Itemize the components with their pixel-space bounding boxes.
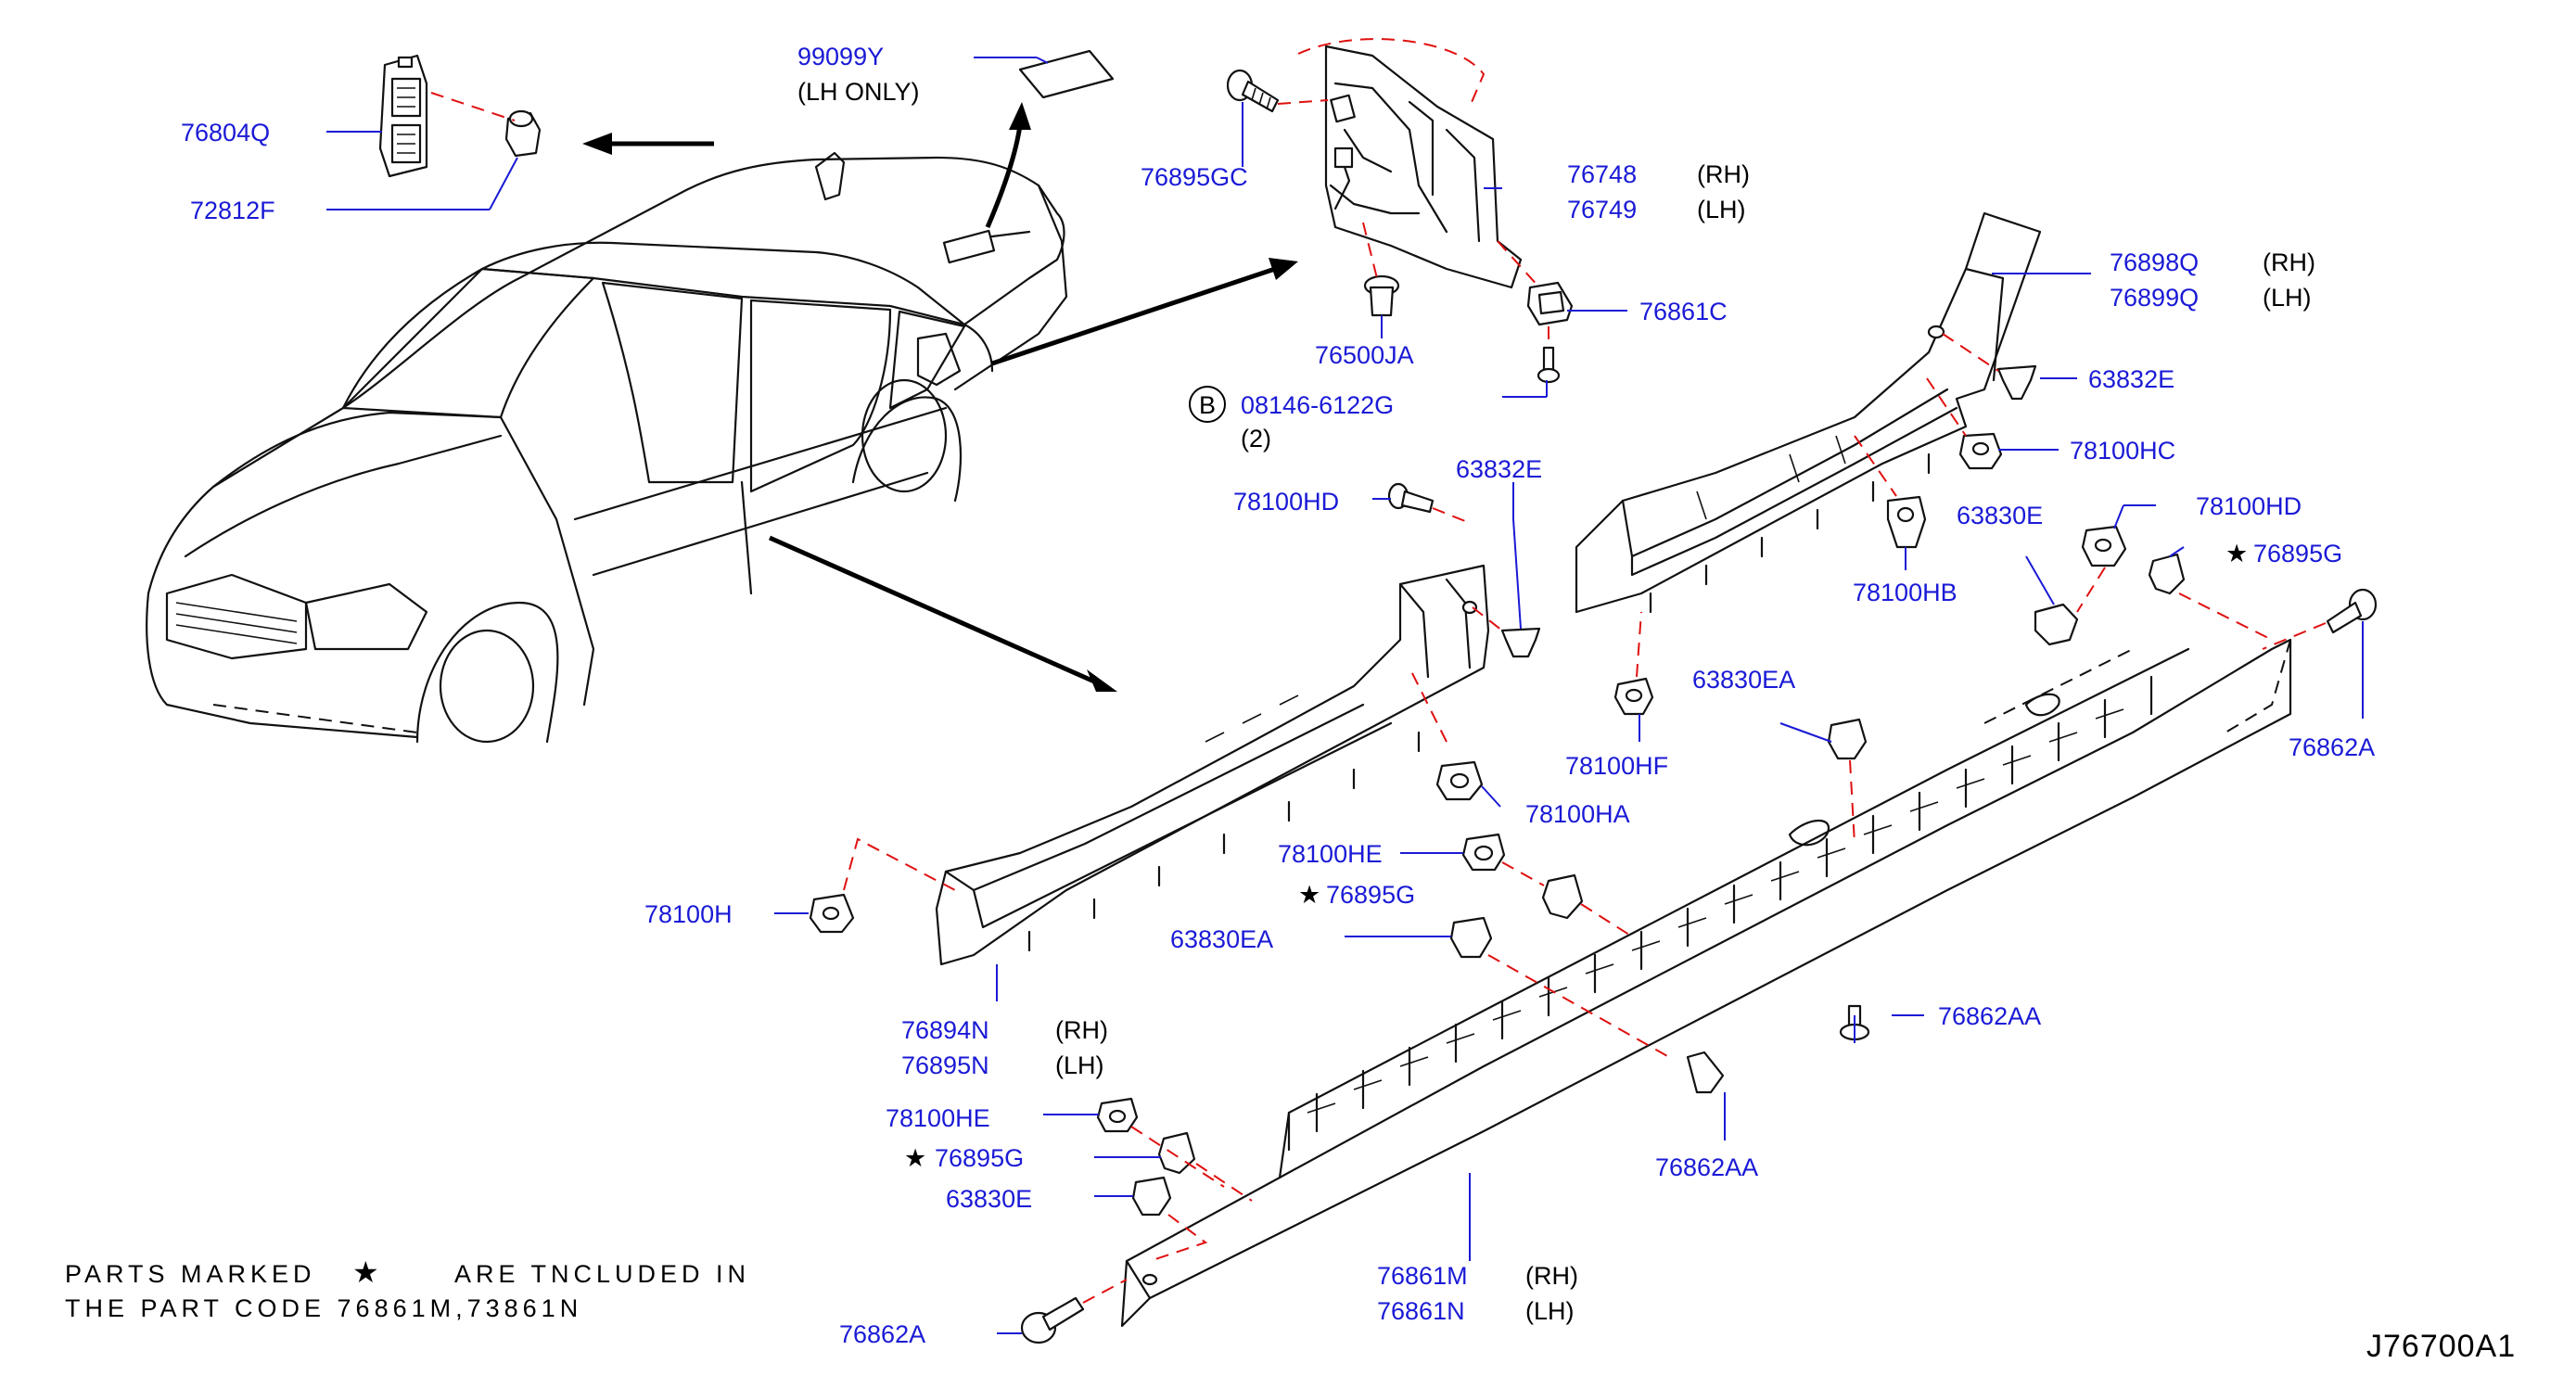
label-63832e-right: 63832E [2088,365,2174,393]
part-76895gc-screw [1226,69,1280,113]
label-78100hc: 78100HC [2070,437,2175,465]
part-78100h-clip [809,893,855,934]
label-76894n: 76894N [901,1016,989,1044]
part-63830ea-grommet [1449,916,1493,959]
part-76861c-clip [1526,281,1574,326]
part-76804q-lamp [378,54,428,178]
label-76861n: 76861N [1377,1297,1465,1325]
note-line1-a: PARTS MARKED [65,1260,316,1288]
label-63832e-mid: 63832E [1456,455,1542,483]
label-76862aa-right: 76862AA [1938,1002,2041,1030]
part-63832e-grommet-right [1996,364,2037,401]
parts-note: PARTS MARKED ★ ARE TNCLUDED IN THE PART … [65,1255,750,1322]
label-76861m: 76861M [1377,1262,1468,1290]
label-78100he-mid: 78100HE [1278,840,1383,868]
part-76895g-clip-mid [1541,873,1584,920]
part-76895g-clip-low [1157,1131,1196,1175]
star-icon-low: ★ [904,1144,926,1172]
part-78100hc-clip [1958,432,2003,470]
label-78100hb: 78100HB [1853,579,1958,606]
label-76895n-side: (LH) [1055,1051,1104,1079]
label-78100hd-right: 78100HD [2196,492,2302,520]
label-63830e-low: 63830E [946,1185,1032,1213]
part-76862a-screw-low [1020,1296,1085,1344]
label-76895n: 76895N [901,1051,989,1079]
part-63830e-grommet-low [1131,1176,1172,1217]
part-99099y-label [1018,49,1115,99]
label-76899q: 76899Q [2110,284,2199,312]
note-line1-b: ARE TNCLUDED IN [454,1260,750,1288]
star-icon-mid: ★ [1298,881,1320,909]
part-76898q-sill [1575,211,2042,614]
star-icon: ★ [352,1255,379,1289]
label-99099y-note: (LH ONLY) [797,78,920,106]
label-76895g-right: 76895G [2253,540,2342,567]
label-78100hf: 78100HF [1565,752,1668,780]
part-78100he-clip-low [1096,1097,1139,1133]
part-76862a-screw-right [2326,588,2378,634]
part-08146-bolt [1537,346,1561,384]
label-76861c: 76861C [1639,298,1728,325]
leader-lines [326,57,2364,1334]
part-76861m-moulding [1120,638,2292,1328]
label-76804q: 76804Q [181,119,270,147]
part-labels: 76804Q 72812F 99099Y (LH ONLY) 76895GC 7… [181,43,2375,1348]
label-bolt-circle: B [1199,391,1216,419]
label-78100ha: 78100HA [1525,800,1630,828]
label-76748-side: (RH) [1697,160,1750,188]
label-63830ea-partial: 63830EA [1692,666,1795,694]
part-76748-finisher [1324,45,1523,289]
label-76862a-low: 76862A [839,1320,925,1348]
label-76861m-side: (RH) [1525,1262,1578,1290]
label-76749: 76749 [1567,196,1637,223]
label-bolt-qty: (2) [1241,425,1271,452]
part-78100ha-clip [1435,760,1484,801]
drawing-code: J76700A1 [2366,1329,2516,1364]
label-99099y: 99099Y [797,43,884,70]
part-63832e-grommet-mid [1500,627,1541,658]
label-76895gc: 76895GC [1141,163,1248,191]
label-76898q-side: (RH) [2263,248,2315,276]
label-72812f: 72812F [190,197,275,224]
label-76861n-side: (LH) [1525,1297,1575,1325]
label-78100hd-left: 78100HD [1233,488,1339,516]
part-76895g-clip-right [2148,553,2186,595]
part-72812f-socket [504,109,542,158]
label-78100h: 78100H [644,900,733,928]
part-76894n-sill [935,564,1490,966]
label-76895g-low: 76895G [935,1144,1024,1172]
label-76748: 76748 [1567,160,1637,188]
callout-arrows [582,102,1298,692]
label-76500ja: 76500JA [1315,341,1414,369]
label-63830e-right: 63830E [1957,502,2043,529]
label-08146-6122g: 08146-6122G [1241,391,1394,419]
label-76894n-side: (RH) [1055,1016,1108,1044]
label-76749-side: (LH) [1697,196,1746,223]
part-76862aa-screw-mid [1686,1051,1725,1094]
label-76862a-right: 76862A [2289,733,2375,761]
star-icon-right: ★ [2225,540,2248,567]
label-76898q: 76898Q [2110,248,2199,276]
part-78100he-clip-mid [1461,833,1506,872]
part-78100hd-clip-right [2081,525,2127,567]
label-63830ea: 63830EA [1170,925,1273,953]
part-78100hf-clip [1613,677,1654,716]
part-78100hb-clip [1886,495,1927,549]
note-line2: THE PART CODE 76861M,73861N [65,1294,582,1322]
part-78100hd-rivet-left [1387,482,1435,514]
part-76500ja-clip [1363,274,1400,317]
label-76899q-side: (LH) [2263,284,2312,312]
label-78100he-low: 78100HE [886,1104,990,1132]
label-76895g-mid: 76895G [1326,881,1415,909]
bolt-circle-icon [1189,386,1226,423]
part-63830ea-grommet-upper [1827,718,1868,760]
car-illustration [146,151,1068,744]
label-76862aa-mid: 76862AA [1655,1153,1758,1181]
part-63830e-grommet-right [2034,603,2079,646]
